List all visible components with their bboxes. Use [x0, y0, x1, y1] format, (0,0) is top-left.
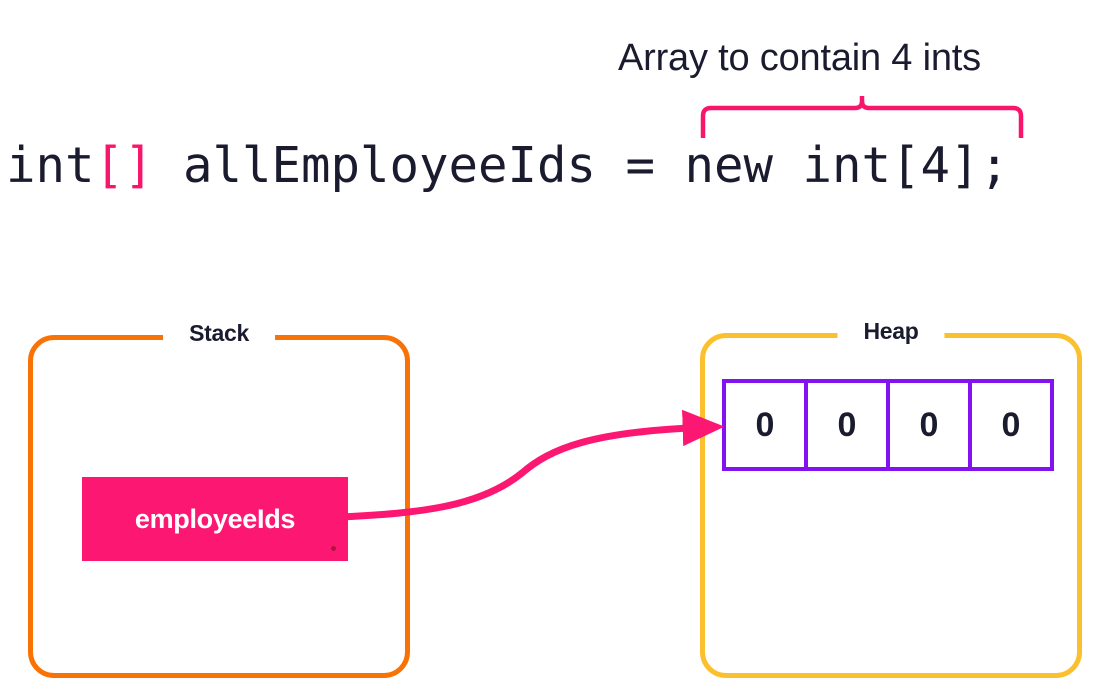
stack-region-label: Stack	[163, 320, 275, 347]
stack-region: Stack	[28, 320, 410, 678]
code-token-type: int	[6, 137, 95, 194]
stack-variable-box: employeeIds	[82, 477, 348, 561]
array-cell: 0	[804, 379, 890, 471]
array-cell-value: 0	[837, 406, 857, 444]
array-cell-value: 0	[919, 406, 939, 444]
reference-arrow-icon	[338, 409, 725, 521]
code-token-rest: allEmployeeIds = new int[4];	[153, 137, 1010, 194]
array-cell: 0	[968, 379, 1054, 471]
heap-region: Heap	[700, 318, 1082, 678]
heap-region-label: Heap	[837, 318, 945, 345]
array-cell-value: 0	[1001, 406, 1021, 444]
array-cell: 0	[886, 379, 972, 471]
code-token-brackets: []	[94, 137, 154, 194]
heap-array: 0 0 0 0	[722, 379, 1054, 471]
array-cell-value: 0	[755, 406, 775, 444]
annotation-title: Array to contain 4 ints	[618, 37, 981, 79]
code-line: int[] allEmployeeIds = new int[4];	[6, 133, 1086, 199]
stack-variable-label: employeeIds	[134, 503, 296, 534]
brace-annotation-icon	[700, 96, 1024, 138]
stack-variable-dot-icon	[331, 546, 336, 551]
